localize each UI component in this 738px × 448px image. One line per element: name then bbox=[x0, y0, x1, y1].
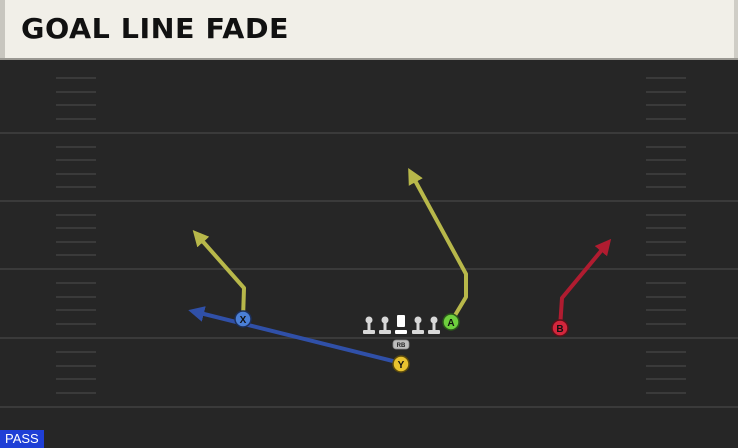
route-y bbox=[188, 306, 402, 365]
play-type-badge: PASS bbox=[0, 430, 44, 448]
player-rb[interactable]: RB bbox=[392, 339, 410, 350]
player-y-label: Y bbox=[398, 360, 405, 371]
player-x-label: X bbox=[240, 315, 247, 326]
play-diagram: RB X A B Y bbox=[0, 77, 738, 408]
hash-marks-left bbox=[56, 77, 96, 394]
route-a bbox=[408, 167, 468, 324]
player-a-label: A bbox=[447, 318, 454, 329]
hash-marks-right bbox=[646, 77, 686, 394]
yard-lines bbox=[0, 132, 738, 408]
football-field bbox=[0, 62, 738, 448]
player-b-label: B bbox=[556, 324, 563, 335]
play-title: GOAL LINE FADE bbox=[21, 12, 290, 45]
player-y[interactable]: Y bbox=[392, 355, 410, 373]
rb-label: RB bbox=[397, 343, 406, 349]
title-bar-accent bbox=[0, 0, 5, 58]
lineman-icon bbox=[412, 316, 424, 334]
center-icon bbox=[395, 315, 407, 334]
route-x bbox=[192, 230, 246, 320]
lineman-icon bbox=[379, 316, 391, 334]
lineman-icon bbox=[363, 316, 375, 334]
player-a[interactable]: A bbox=[442, 313, 460, 331]
offensive-line bbox=[363, 315, 440, 334]
play-title-bar: GOAL LINE FADE bbox=[0, 0, 738, 58]
player-b[interactable]: B bbox=[551, 319, 569, 337]
lineman-icon bbox=[428, 316, 440, 334]
player-x[interactable]: X bbox=[234, 310, 252, 328]
route-b bbox=[558, 238, 612, 329]
